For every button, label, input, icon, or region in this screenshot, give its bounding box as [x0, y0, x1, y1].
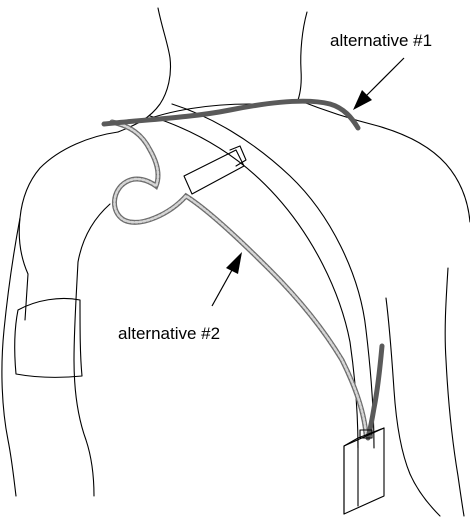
strap-inner-edge: [150, 116, 358, 448]
arrow-alternative-2: [212, 252, 242, 306]
label-alternative-2: alternative #2: [118, 324, 220, 343]
neck-right-line: [298, 12, 307, 100]
arrow-alternative-1: [353, 58, 404, 110]
strap-connector: [184, 146, 246, 194]
neck-left-line: [118, 8, 171, 132]
left-arm-outer-line: [2, 218, 20, 496]
shoulder-strap: [150, 104, 374, 448]
left-chest-line: [78, 204, 110, 262]
arm-cuff: [15, 298, 82, 377]
right-torso-line: [386, 298, 440, 516]
recorder-device: [344, 428, 384, 514]
left-arm-inner-line: [74, 262, 94, 496]
label-alternative-1: alternative #1: [330, 31, 432, 50]
right-arm-line: [445, 268, 464, 516]
left-shoulder-line: [19, 132, 118, 320]
right-shoulder-line: [298, 100, 470, 222]
